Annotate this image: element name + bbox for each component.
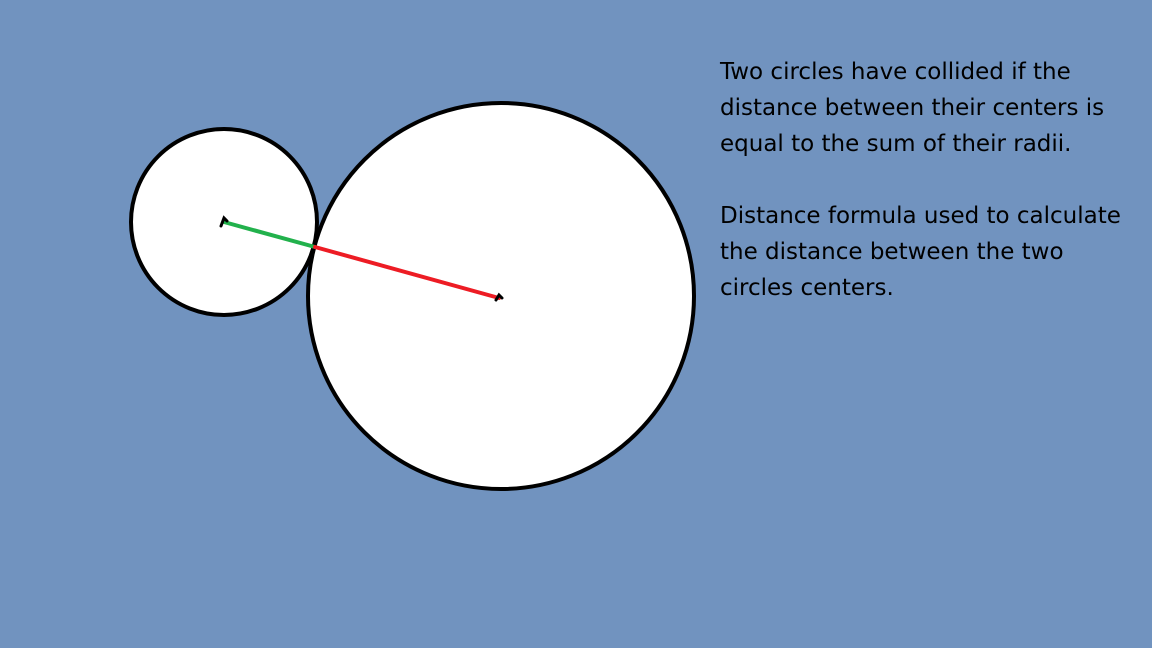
small-circle-center-mark: [219, 215, 229, 228]
large-circle-radius-line: [313, 245, 501, 300]
explanation-text: Two circles have collided if the distanc…: [720, 54, 1140, 306]
small-circle-radius-line: [222, 220, 317, 249]
distance-formula-text: Distance formula used to calculate the d…: [720, 203, 1121, 301]
large-circle-center-mark: [494, 292, 504, 302]
collision-rule-text: Two circles have collided if the distanc…: [720, 59, 1105, 157]
